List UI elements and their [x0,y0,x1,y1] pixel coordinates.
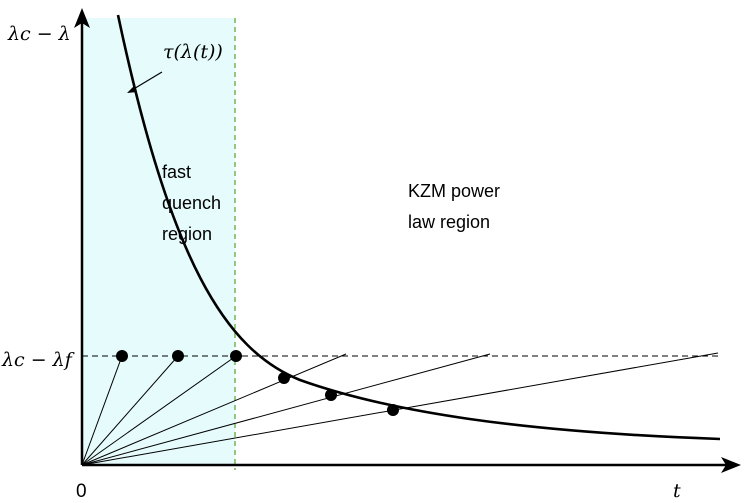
fast-region-line-2: quench [162,193,221,213]
point-4 [278,372,290,384]
kzm-region-line-2: law region [408,212,490,232]
point-6 [387,404,399,416]
rays [81,352,719,466]
tau-curve [116,14,721,441]
curve-label-arrowhead [127,85,137,93]
point-2 [172,350,184,362]
kzm-region-line-1: KZM power [408,181,500,201]
y-axis-arrowhead [74,8,90,28]
ray-1 [81,355,123,466]
ray-5 [81,353,491,466]
lambda-f-label: λc − λf [1,349,75,371]
fast-quench-shaded-region [82,18,235,465]
ray-6 [81,352,719,466]
ray-2 [81,355,179,466]
ray-4 [81,353,347,466]
x-axis-label: t [673,480,681,502]
origin-label: 0 [76,481,87,502]
ray-3 [81,355,237,466]
fast-region-line-3: region [162,224,212,244]
x-axis-arrowhead [721,457,741,473]
point-5 [325,389,337,401]
curve-label-pointer [131,71,163,91]
points [116,350,399,416]
point-3 [230,350,242,362]
fast-region-line-1: fast [162,162,191,182]
y-axis-label: λc − λ [7,23,71,45]
point-1 [116,350,128,362]
curve-label: τ(λ(t)) [163,41,223,63]
